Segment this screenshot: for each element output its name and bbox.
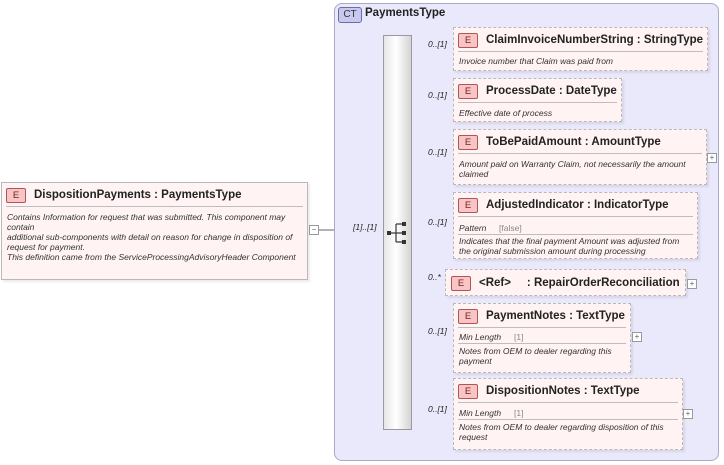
element-badge: E (458, 308, 478, 324)
element-badge: E (458, 197, 478, 213)
element-title: <Ref> : RepairOrderReconciliation (479, 277, 680, 289)
expand-toggle[interactable]: + (683, 409, 693, 419)
element-badge: E (458, 383, 478, 399)
collapse-toggle[interactable]: − (309, 225, 319, 235)
element-title: AdjustedIndicator : IndicatorType (486, 199, 669, 211)
occurrence-label: 0..* (428, 272, 441, 282)
element-title: ProcessDate : DateType (486, 85, 617, 97)
facet-label: Min Length (459, 332, 502, 342)
divider (458, 327, 626, 328)
facet-label: Pattern (459, 223, 487, 233)
sequence-icon (387, 222, 406, 244)
occurrence-label: 0..[1] (428, 147, 447, 157)
facet-value: [false] (499, 223, 522, 233)
complex-type-badge: CT (338, 7, 362, 23)
element-title: DispositionNotes : TextType (486, 385, 640, 397)
complex-type-title: PaymentsType (365, 7, 446, 19)
divider (6, 206, 303, 207)
divider (458, 216, 693, 217)
divider (458, 102, 617, 103)
expand-toggle[interactable]: + (632, 332, 642, 342)
divider (458, 153, 702, 154)
facet-value: [1] (514, 332, 524, 342)
element-documentation: Notes from OEM to dealer regarding dispo… (459, 422, 664, 442)
expand-toggle[interactable]: + (707, 153, 717, 163)
occurrence-label: 0..[1] (428, 404, 447, 414)
divider (458, 402, 678, 403)
child-element-repair-order-reconciliation[interactable]: E <Ref> : RepairOrderReconciliation (445, 269, 686, 296)
element-documentation: Amount paid on Warranty Claim, not neces… (459, 159, 686, 179)
occurrence-label: 0..[1] (428, 326, 447, 336)
child-element-adjusted-indicator[interactable]: E AdjustedIndicator : IndicatorType Patte… (453, 192, 698, 259)
child-element-process-date[interactable]: E ProcessDate : DateType Effective date o… (453, 78, 622, 122)
occurrence-label: 0..[1] (428, 90, 447, 100)
root-element-documentation: Contains Information for request that wa… (7, 212, 296, 262)
element-documentation: Notes from OEM to dealer regarding this … (459, 346, 612, 366)
expand-toggle[interactable]: + (687, 279, 697, 289)
element-documentation: Effective date of process (459, 108, 553, 118)
root-occurrence: [1]..[1] (353, 222, 377, 232)
element-badge: E (458, 83, 478, 99)
element-badge: E (6, 187, 26, 203)
divider (458, 234, 693, 235)
element-documentation: Invoice number that Claim was paid from (459, 56, 614, 66)
element-title: PaymentNotes : TextType (486, 310, 625, 322)
element-badge: E (458, 32, 478, 48)
divider (458, 343, 626, 344)
sequence-compositor[interactable] (383, 35, 412, 430)
divider (458, 51, 703, 52)
element-badge: E (458, 134, 478, 150)
element-documentation: Indicates that the final payment Amount … (459, 236, 680, 256)
occurrence-label: 0..[1] (428, 217, 447, 227)
child-element-claim-invoice-number[interactable]: E ClaimInvoiceNumberString : StringType I… (453, 27, 708, 71)
facet-label: Min Length (459, 408, 502, 418)
element-badge: E (451, 275, 471, 291)
child-element-to-be-paid-amount[interactable]: E ToBePaidAmount : AmountType Amount paid… (453, 129, 707, 185)
facet-value: [1] (514, 408, 524, 418)
occurrence-label: 0..[1] (428, 39, 447, 49)
element-title: ToBePaidAmount : AmountType (486, 136, 661, 148)
divider (458, 419, 678, 420)
root-element-title: DispositionPayments : PaymentsType (34, 189, 242, 201)
element-title: ClaimInvoiceNumberString : StringType (486, 34, 704, 46)
root-element-box[interactable]: E DispositionPayments : PaymentsType Cont… (1, 182, 308, 280)
